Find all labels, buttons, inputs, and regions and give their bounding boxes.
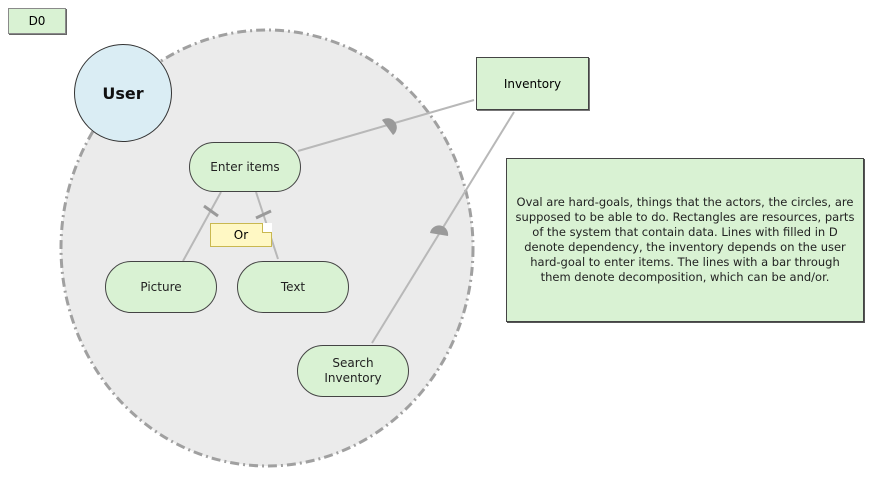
- goal-search-inventory[interactable]: Search Inventory: [297, 345, 409, 397]
- actor-user-label: User: [102, 83, 144, 103]
- or-decomposition-note[interactable]: Or: [210, 223, 272, 247]
- resource-inventory-label: Inventory: [503, 76, 562, 91]
- goal-text[interactable]: Text: [237, 261, 349, 313]
- goal-picture[interactable]: Picture: [105, 261, 217, 313]
- resource-inventory[interactable]: Inventory: [476, 57, 589, 110]
- goal-enter-items-label: Enter items: [210, 159, 280, 174]
- goal-text-label: Text: [280, 279, 306, 294]
- goal-search-inventory-label: Search Inventory: [324, 356, 382, 385]
- decomposition-bar-icon-2: [255, 209, 272, 220]
- decomposition-link-picture: [182, 191, 222, 262]
- dependency-link-enter-items-inventory: [297, 99, 475, 152]
- goal-enter-items[interactable]: Enter items: [189, 142, 301, 192]
- actor-user[interactable]: User: [74, 44, 172, 142]
- or-note-label: Or: [233, 228, 249, 242]
- annotation-box[interactable]: Oval are hard-goals, things that the act…: [506, 158, 864, 322]
- goal-picture-label: Picture: [140, 279, 182, 294]
- dependency-d-marker-icon-2: [430, 225, 449, 236]
- diagram-id-label[interactable]: D0: [8, 8, 66, 34]
- annotation-text: Oval are hard-goals, things that the act…: [515, 195, 855, 284]
- dependency-d-marker-icon: [382, 118, 397, 135]
- decomposition-bar-icon: [203, 204, 219, 218]
